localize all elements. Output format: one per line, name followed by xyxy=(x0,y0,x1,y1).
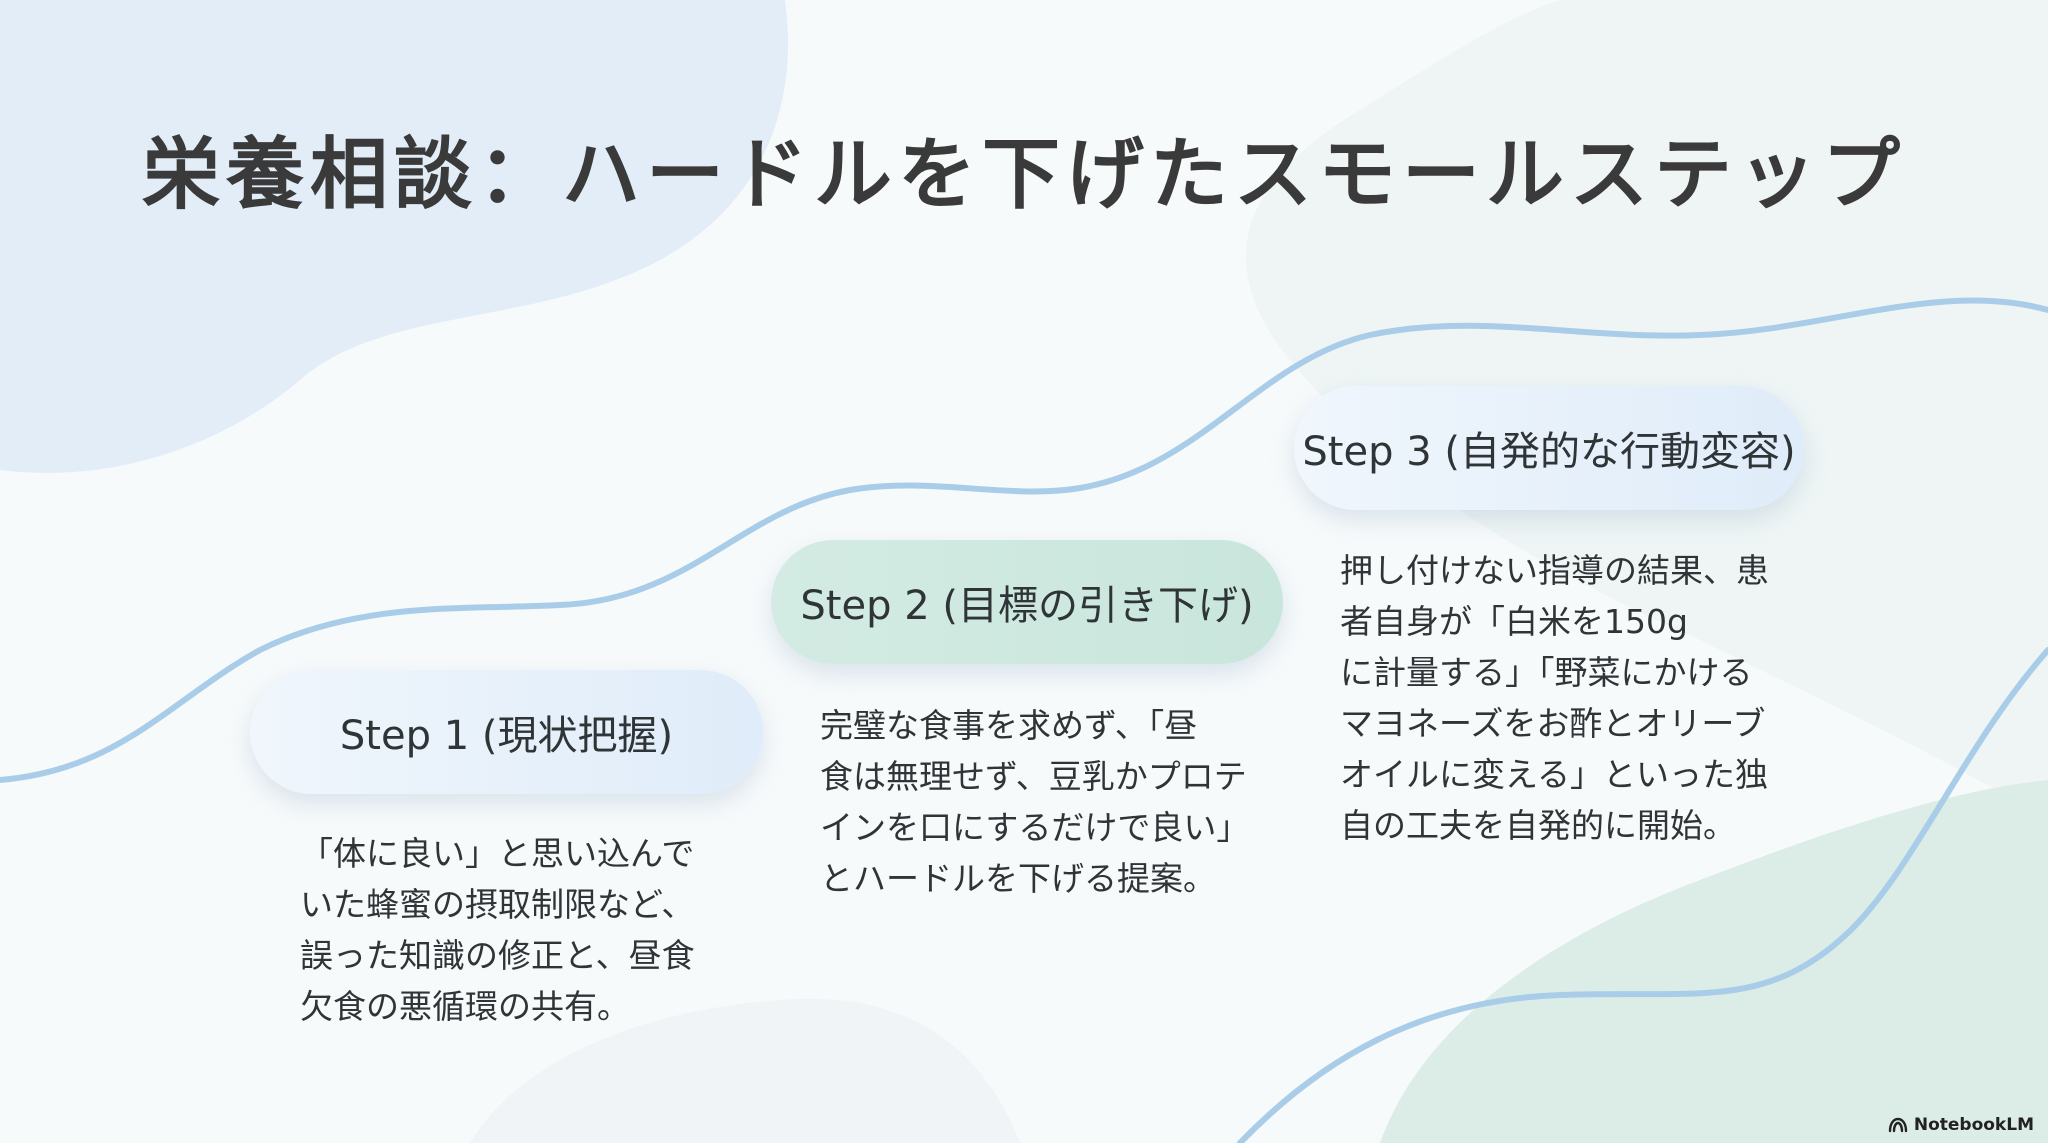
step-3-line: に計量する」「野菜にかける xyxy=(1340,653,1753,692)
brand-name: NotebookLM xyxy=(1913,1115,2034,1135)
step-1-label: Step 1 (現状把握) xyxy=(339,713,674,759)
step-2-description: 完璧な食事を求めず、「昼 食は無理せず、豆乳かプロテ インを口にするだけで良い」… xyxy=(820,700,1249,904)
step-3-line: 者自身が「白米を150g xyxy=(1340,602,1688,641)
step-3-line: 押し付けない指導の結果、患 xyxy=(1340,551,1769,590)
step-1-description: 「体に良い」と思い込んで いた蜂蜜の摂取制限など、 誤った知識の修正と、昼食 欠… xyxy=(300,828,695,1032)
step-3-label: Step 3 (自発的な行動変容) xyxy=(1302,429,1796,475)
step-1-line: 欠食の悪循環の共有。 xyxy=(300,987,630,1026)
wave-line-lower xyxy=(1237,647,2048,1143)
blob-top-left xyxy=(0,0,789,473)
notebooklm-branding: NotebookLM xyxy=(1888,1115,2034,1135)
step-3-description: 押し付けない指導の結果、患 者自身が「白米を150g に計量する」「野菜にかける… xyxy=(1340,545,1769,851)
step-2-label: Step 2 (目標の引き下げ) xyxy=(800,583,1254,629)
page-title: 栄養相談：ハードルを下げたスモールステップ xyxy=(141,130,1906,220)
step-3-line: オイルに変える」といった独 xyxy=(1340,755,1769,794)
blob-bottom-left xyxy=(470,998,1020,1143)
step-3-pill: Step 3 (自発的な行動変容) xyxy=(1294,386,1804,510)
step-1-line: 「体に良い」と思い込んで xyxy=(300,834,695,873)
step-2-line: とハードルを下げる提案。 xyxy=(820,859,1216,898)
step-1-line: 誤った知識の修正と、昼食 xyxy=(300,936,695,975)
step-2-pill: Step 2 (目標の引き下げ) xyxy=(771,540,1283,664)
step-1-line: いた蜂蜜の摂取制限など、 xyxy=(300,885,695,924)
wave-line-main xyxy=(0,297,2048,783)
notebooklm-logo-icon xyxy=(1888,1117,1908,1133)
step-3-line: マヨネーズをお酢とオリーブ xyxy=(1340,704,1766,743)
step-2-line: 完璧な食事を求めず、「昼 xyxy=(820,706,1198,745)
step-2-line: インを口にするだけで良い」 xyxy=(820,808,1250,847)
blob-bottom-right xyxy=(1380,780,2048,1143)
step-2-line: 食は無理せず、豆乳かプロテ xyxy=(820,757,1247,796)
step-1-pill: Step 1 (現状把握) xyxy=(250,670,763,794)
step-3-line: 自の工夫を自発的に開始。 xyxy=(1340,806,1736,845)
